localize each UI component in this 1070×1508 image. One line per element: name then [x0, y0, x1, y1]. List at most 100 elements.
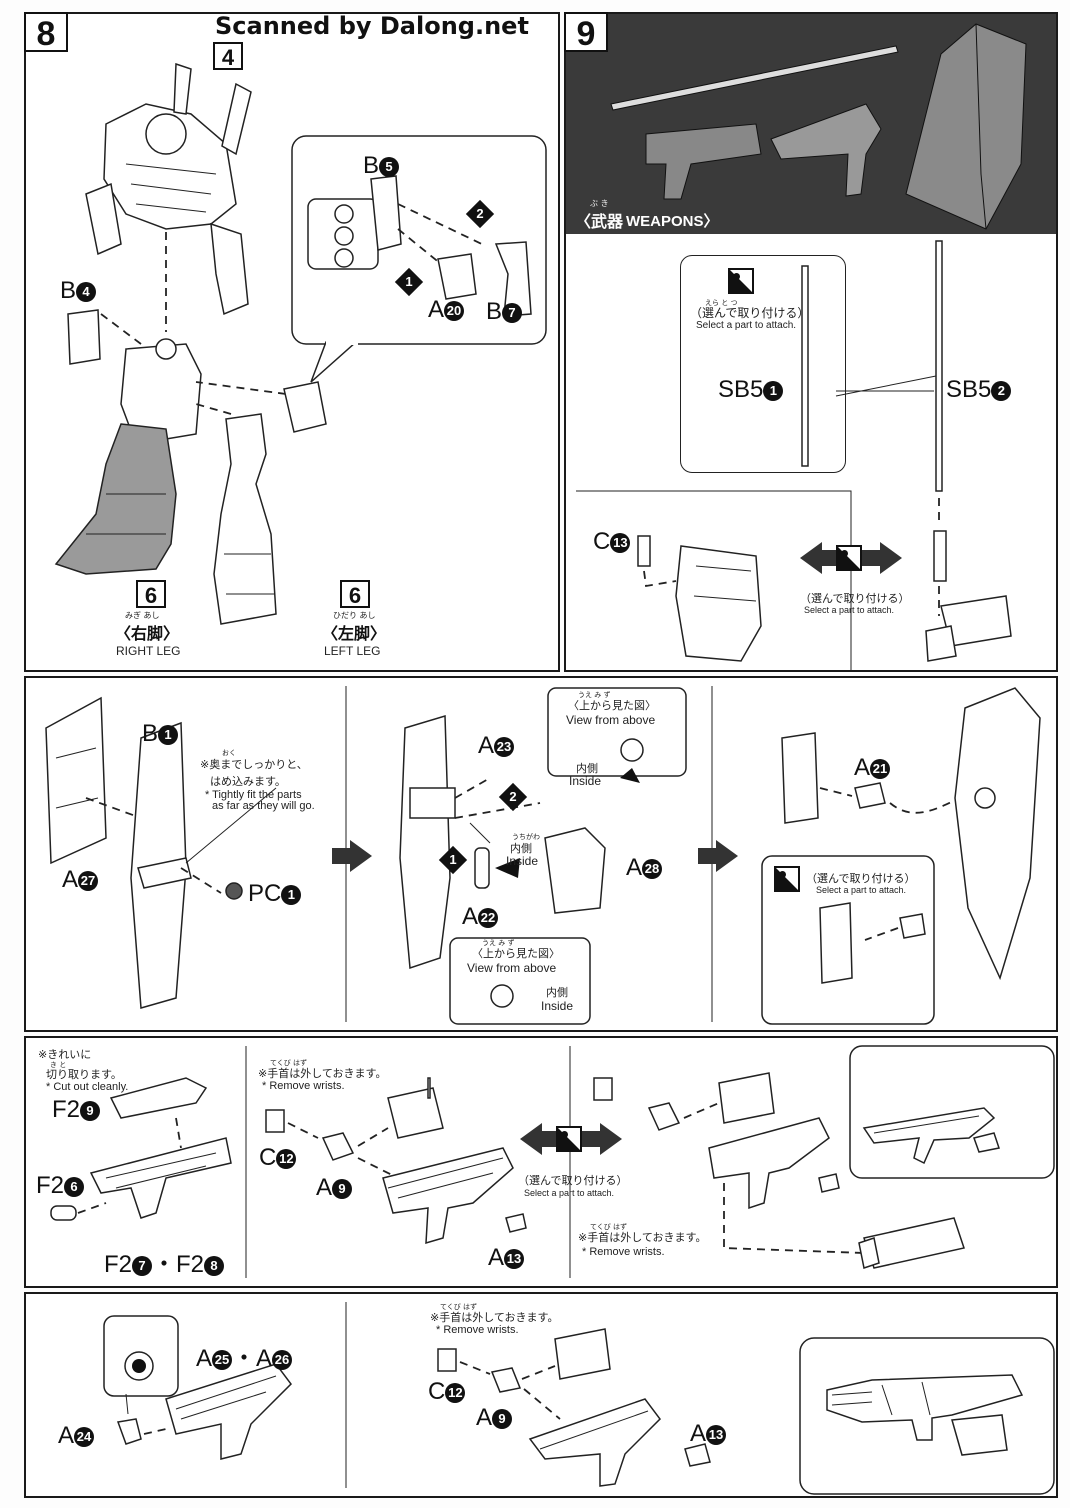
- gun-wrist-en: * Remove wrists.: [436, 1324, 519, 1336]
- inside-jp-bottom: 内側: [546, 986, 568, 999]
- shield-arrow-1: 1: [438, 845, 468, 875]
- watermark: Scanned by Dalong.net: [215, 12, 529, 40]
- rifle-panel-dividers: [245, 1045, 1055, 1278]
- step-8-number: 8: [24, 12, 68, 53]
- callout-arrow-1: 1: [394, 267, 424, 297]
- ref-step-4: 4: [213, 42, 243, 70]
- step-9-number: 9: [564, 12, 608, 53]
- cut-note-jp-1: ※きれいに: [38, 1048, 92, 1061]
- wrist-en: * Remove wrists.: [262, 1080, 345, 1092]
- shield-step-1-illustration: [45, 696, 277, 1009]
- select-part-icon-4: [556, 1126, 582, 1152]
- select-sb5-box: [680, 255, 846, 473]
- view-above-en-bottom: View from above: [467, 961, 557, 975]
- inside-jp-top: 内側: [576, 762, 598, 775]
- inside-en-top: Inside: [569, 774, 602, 788]
- left-leg-en: LEFT LEG: [324, 644, 381, 658]
- select-jp-2: （選んで取り付ける）: [800, 592, 910, 605]
- gun-step-2-illustration: [437, 1328, 711, 1487]
- rifle-select-left-arrow: [520, 1123, 542, 1155]
- select-en-2: Select a part to attach.: [804, 605, 895, 615]
- rifle-step-3-illustration: [593, 1072, 1000, 1269]
- view-above-jp-top: 〈上から見た図〉: [568, 699, 656, 712]
- view-above-jp-bottom: 〈上から見た図〉: [472, 947, 560, 960]
- shield-step-3-illustration: [761, 687, 1041, 1025]
- gun-wrist-ruby: てくび はず: [440, 1303, 478, 1311]
- callout-arrow-2: 2: [465, 199, 495, 229]
- gun-result-illustration: [826, 1374, 1024, 1456]
- step-9-illustration: [576, 240, 1012, 670]
- fit-note-ruby: おく: [222, 749, 236, 757]
- weapons-header-illustration: [610, 23, 1027, 230]
- select-right-arrow: [862, 542, 902, 574]
- right-leg-en: RIGHT LEG: [116, 644, 181, 658]
- select-part-icon: [728, 268, 754, 294]
- select-ruby: えら と つ: [705, 299, 738, 307]
- wrist-ruby-2: てくび はず: [590, 1223, 628, 1231]
- wrist-jp-2: ※手首は外しておきます。: [578, 1231, 707, 1244]
- gun-wrist-jp: ※手首は外しておきます。: [430, 1311, 559, 1324]
- left-leg-ruby: ひだり あし: [333, 611, 376, 620]
- step-8-illustration: [54, 62, 547, 625]
- rifle-step-2-illustration: [265, 1077, 527, 1245]
- inside-en-bottom: Inside: [541, 999, 574, 1013]
- inside-ruby: うちがわ: [512, 833, 540, 841]
- upper-torso-drawing: [85, 62, 252, 316]
- wrist-en-2: * Remove wrists.: [582, 1246, 665, 1258]
- select-part-icon-2: [836, 545, 862, 571]
- view-above-ruby-top: うえ み ず: [578, 691, 611, 699]
- shield-step-2-illustration: [399, 687, 687, 1025]
- right-leg-ruby: みぎ あし: [125, 611, 160, 620]
- left-leg-step-6: 6: [340, 580, 370, 608]
- fit-note-jp-2: はめ込みます。: [210, 775, 286, 788]
- fit-note-en-1: * Tightly fit the parts: [205, 789, 302, 801]
- wrist-ruby: てくび はず: [270, 1059, 308, 1067]
- view-above-ruby-bottom: うえ み ず: [482, 939, 515, 947]
- left-leg-jp: 〈左脚〉: [322, 624, 387, 643]
- select-en: Select a part to attach.: [696, 320, 797, 331]
- shield-flow-arrow-2: [698, 840, 738, 872]
- fit-note-jp-1: ※奥までしっかりと、: [200, 758, 308, 771]
- cut-note-en: * Cut out cleanly.: [46, 1081, 129, 1093]
- select-en-4: Select a part to attach.: [524, 1188, 615, 1198]
- select-jp-4: （選んで取り付ける）: [518, 1174, 628, 1187]
- rifle-step-1-illustration: [50, 1077, 232, 1221]
- weapons-jp: 〈武器: [575, 212, 624, 231]
- lower-body-drawing: [54, 338, 277, 625]
- view-above-en-top: View from above: [566, 713, 656, 727]
- select-part-icon-3: [774, 866, 800, 892]
- select-en-3: Select a part to attach.: [816, 885, 907, 895]
- wrist-jp: ※手首は外しておきます。: [258, 1067, 387, 1080]
- shield-flow-arrow-1: [332, 840, 372, 872]
- weapons-ruby: ぶ き: [590, 199, 609, 208]
- shield-arrow-2: 2: [498, 782, 528, 812]
- inside-jp: 内側: [510, 842, 532, 855]
- fit-note-en-2: as far as they will go.: [212, 800, 315, 812]
- weapons-en: WEAPONS〉: [626, 213, 719, 230]
- rifle-select-right-arrow: [582, 1123, 622, 1155]
- right-leg-step-6: 6: [136, 580, 166, 608]
